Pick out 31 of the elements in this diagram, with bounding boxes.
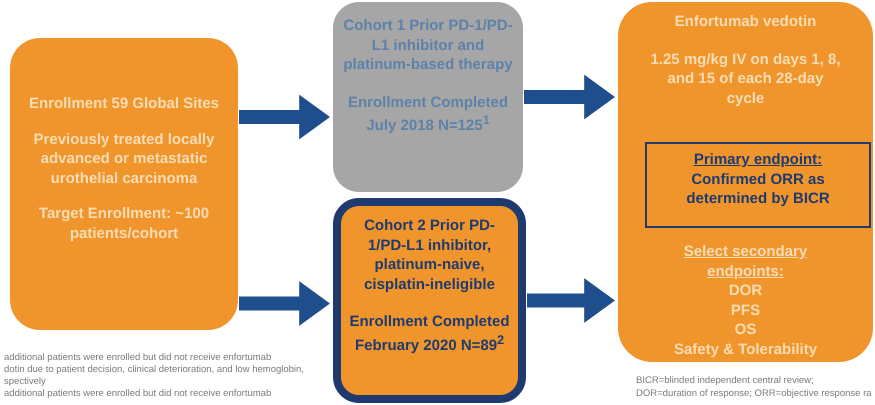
- drug-name: Enfortumab vedotin: [674, 12, 816, 32]
- section-heading: Select secondary endpoints:: [682, 242, 808, 281]
- process-box: [618, 2, 873, 362]
- population-text: Previously treated locally advanced or metastatic urothelial carcinoma: [32, 130, 216, 188]
- cohort-description: Cohort 1 Prior PD-1/PD-L1 inhibitor and platinum-based therapy: [342, 16, 514, 74]
- section-heading: Primary endpoint:: [694, 150, 822, 170]
- enrollment-status: Enrollment Completed February 2020 N=89$^{2}$: [348, 312, 510, 355]
- enrollment-status: Enrollment Completed July 2018 N=125$^{1}$: [346, 92, 509, 136]
- endpoint-item: DOR: [728, 281, 762, 300]
- endpoint-text: Confirmed ORR as determined by BICR: [685, 170, 831, 208]
- arrow: [524, 74, 615, 120]
- enrollment-text: Enrollment 59 Global Sites: [28, 94, 220, 114]
- footnote-text: DOR=duration of response; ORR=objective response ra: [636, 388, 872, 399]
- footnote-text: BICR=blinded independent central review;: [636, 375, 814, 386]
- endpoint-item: PFS: [730, 300, 760, 320]
- footnote-text: additional patients were enrolled but did not receive enfortumab: [4, 388, 272, 399]
- dosing-text: 1.25 mg/kg IV on days 1, 8, and 15 of each 28-day cycle: [649, 50, 842, 108]
- footnote-text: additional patients were enrolled but did not receive enfortumab: [4, 352, 272, 363]
- arrow: [239, 281, 330, 326]
- target-text: Target Enrollment: ~100 patients/cohort: [38, 204, 210, 243]
- endpoint-item: OS: [734, 320, 756, 340]
- endpoint-item: Safety & Tolerability: [674, 340, 818, 359]
- footnote-text: spectively: [4, 376, 46, 387]
- process-box: [10, 38, 238, 330]
- cohort-description: Cohort 2 Prior PD-1/PD-L1 inhibitor, platinum-naive, cisplatin-ineligible: [363, 216, 496, 294]
- endpoint-box: [645, 142, 871, 228]
- arrow: [239, 94, 330, 140]
- process-box: [333, 2, 523, 192]
- arrow: [527, 278, 615, 323]
- process-box: [333, 198, 526, 403]
- footnote-text: dotin due to patient decision, clinical deterioration, and low hemoglobin,: [4, 364, 304, 375]
